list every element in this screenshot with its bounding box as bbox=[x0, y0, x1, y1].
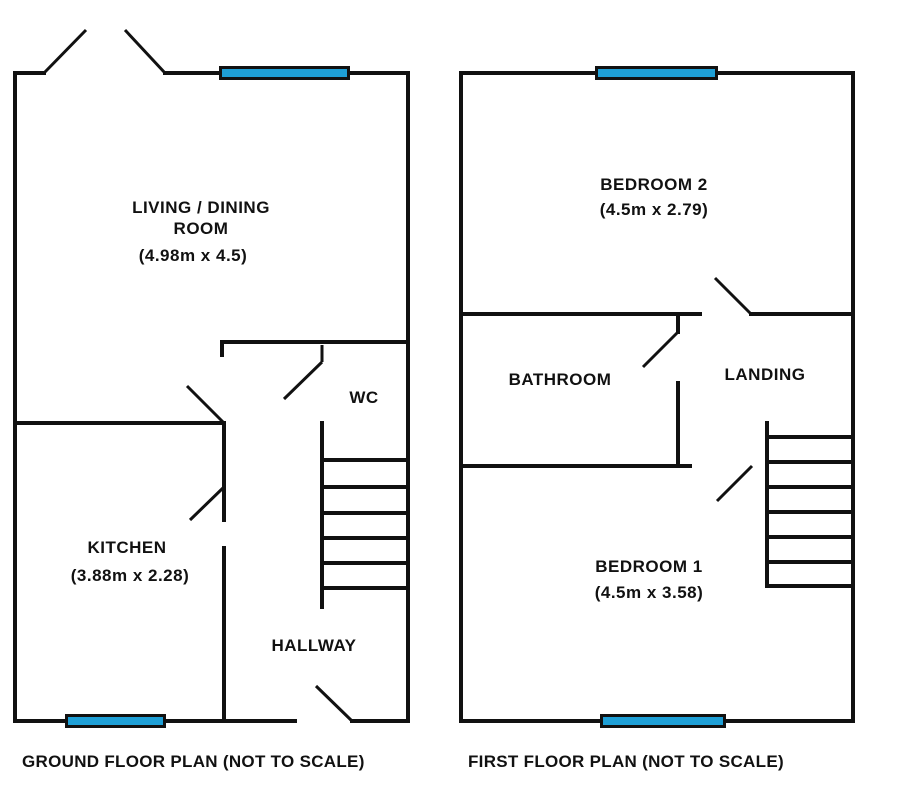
wc-door-leaf bbox=[282, 360, 324, 401]
ground-stairs bbox=[320, 458, 410, 590]
first-doors bbox=[641, 276, 754, 503]
ground-labels: LIVING / DINING ROOM (4.98m x 4.5) WC KI… bbox=[71, 198, 378, 655]
front-door bbox=[314, 684, 354, 723]
ground-doors bbox=[42, 28, 354, 723]
living-room-label-1: LIVING / DINING bbox=[132, 198, 270, 217]
ground-floor-plan: LIVING / DINING ROOM (4.98m x 4.5) WC KI… bbox=[13, 28, 410, 771]
living-room-door bbox=[185, 384, 226, 425]
window-kitchen-glass bbox=[68, 717, 163, 725]
first-windows bbox=[595, 66, 726, 728]
bedroom2-door bbox=[713, 276, 753, 316]
living-room-dimensions: (4.98m x 4.5) bbox=[139, 246, 248, 265]
bedroom1-dimensions: (4.5m x 3.58) bbox=[595, 583, 704, 602]
kitchen-dimensions: (3.88m x 2.28) bbox=[71, 566, 190, 585]
first-labels: BEDROOM 2 (4.5m x 2.79) BATHROOM LANDING… bbox=[509, 175, 806, 602]
window-bedroom2-glass bbox=[598, 69, 715, 77]
first-stairs bbox=[765, 435, 855, 588]
bathroom-door bbox=[641, 330, 680, 369]
landing-label: LANDING bbox=[725, 365, 806, 384]
bathroom-label: BATHROOM bbox=[509, 370, 612, 389]
wc-top-wall bbox=[220, 340, 410, 357]
french-door-right bbox=[123, 28, 167, 75]
bedroom2-dimensions: (4.5m x 2.79) bbox=[600, 200, 709, 219]
hallway-label: HALLWAY bbox=[271, 636, 356, 655]
window-bedroom1-glass bbox=[603, 717, 723, 725]
first-floor-walls bbox=[459, 71, 855, 723]
french-door-left bbox=[42, 28, 88, 75]
ground-windows bbox=[65, 66, 350, 728]
bedroom1-door bbox=[715, 464, 754, 503]
ground-floor-caption: GROUND FLOOR PLAN (NOT TO SCALE) bbox=[22, 752, 365, 771]
kitchen-label: KITCHEN bbox=[87, 538, 166, 557]
window-living-glass bbox=[222, 69, 347, 77]
first-outer-wall bbox=[459, 71, 855, 723]
first-floor-caption: FIRST FLOOR PLAN (NOT TO SCALE) bbox=[468, 752, 784, 771]
first-floor-plan: BEDROOM 2 (4.5m x 2.79) BATHROOM LANDING… bbox=[459, 66, 855, 771]
wc-label: WC bbox=[349, 388, 378, 407]
kitchen-door bbox=[188, 485, 226, 522]
bedroom2-label: BEDROOM 2 bbox=[600, 175, 707, 194]
bedroom1-label: BEDROOM 1 bbox=[595, 557, 702, 576]
living-room-label-2: ROOM bbox=[174, 219, 229, 238]
